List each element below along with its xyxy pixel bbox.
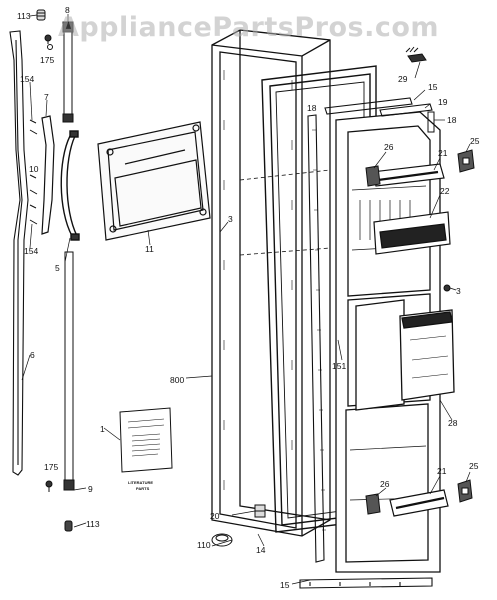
callout-25-top: 25 <box>470 136 480 146</box>
callout-21-top: 21 <box>438 148 448 158</box>
callout-labels: 113 8 175 154 7 10 154 5 6 1 175 9 113 1… <box>17 5 480 590</box>
bin-28 <box>355 299 455 411</box>
liner-strip-18 <box>307 114 326 563</box>
handle-insert-7 <box>41 115 55 235</box>
literature-caption-line2: PARTS <box>136 486 150 491</box>
callout-154-bottom: 154 <box>24 246 38 256</box>
strip-18-right <box>427 111 435 133</box>
part-29 <box>405 46 427 63</box>
callout-15-bottom: 15 <box>280 580 290 590</box>
callout-175-bottom: 175 <box>44 462 58 472</box>
callout-113-top: 113 <box>17 11 31 21</box>
end-cap-25-top <box>457 149 475 173</box>
callout-21-bottom: 21 <box>437 466 447 476</box>
callout-6: 6 <box>30 350 35 360</box>
callout-151: 151 <box>332 361 346 371</box>
hinge-bracket-8 <box>62 21 74 123</box>
callout-3-right: 3 <box>456 286 461 296</box>
callout-1: 1 <box>100 424 105 434</box>
screw-3-right <box>443 284 451 292</box>
shelf-22 <box>373 211 451 255</box>
callout-800: 800 <box>170 375 184 385</box>
callout-110: 110 <box>197 540 211 550</box>
hinge-bracket-9 <box>63 251 75 491</box>
callout-175-top: 175 <box>40 55 54 65</box>
callout-29: 29 <box>398 74 408 84</box>
callout-5: 5 <box>55 263 60 273</box>
callout-15-top: 15 <box>428 82 438 92</box>
callout-18-left: 18 <box>307 103 317 113</box>
callout-8: 8 <box>65 5 70 15</box>
callout-28: 28 <box>448 418 458 428</box>
callout-19: 19 <box>438 97 448 107</box>
door-shell-800 <box>211 29 331 537</box>
handle-5 <box>60 130 80 241</box>
screw-175-top <box>44 34 53 50</box>
callout-26-top: 26 <box>384 142 394 152</box>
hinge-pin-20 <box>254 504 266 518</box>
shelf-21-bottom <box>389 489 449 517</box>
clip-113-top <box>36 9 46 21</box>
leader-lines <box>21 14 471 585</box>
callout-3-left: 3 <box>228 214 233 224</box>
callout-154-top: 154 <box>20 74 34 84</box>
retainer-19 <box>379 103 433 117</box>
literature-caption-line1: LITERATURE <box>128 480 153 485</box>
callout-26-bottom: 26 <box>380 479 390 489</box>
end-cap-26-top <box>365 165 381 187</box>
shelf-bar-15-bottom <box>299 577 433 589</box>
screws-154-10 <box>29 119 38 225</box>
callout-113-bottom: 113 <box>86 519 100 529</box>
cap-110 <box>211 533 233 547</box>
callout-25-bottom: 25 <box>469 461 479 471</box>
end-cap-25-bottom <box>457 479 473 503</box>
callout-22: 22 <box>440 186 450 196</box>
callout-9: 9 <box>88 484 93 494</box>
callout-20: 20 <box>210 511 220 521</box>
callout-14: 14 <box>256 545 266 555</box>
shelf-bar-15-top <box>324 97 413 115</box>
trim-strip-6 <box>9 30 29 476</box>
callout-10: 10 <box>29 164 39 174</box>
clip-113-bottom <box>64 520 73 532</box>
literature-parts-card: LITERATURE PARTS <box>119 407 173 491</box>
callout-18-right: 18 <box>447 115 457 125</box>
callout-7: 7 <box>44 92 49 102</box>
screw-175-bottom <box>45 480 53 492</box>
inner-panel-11 <box>97 121 211 241</box>
end-cap-26-bottom <box>365 493 381 515</box>
callout-11: 11 <box>145 244 154 254</box>
